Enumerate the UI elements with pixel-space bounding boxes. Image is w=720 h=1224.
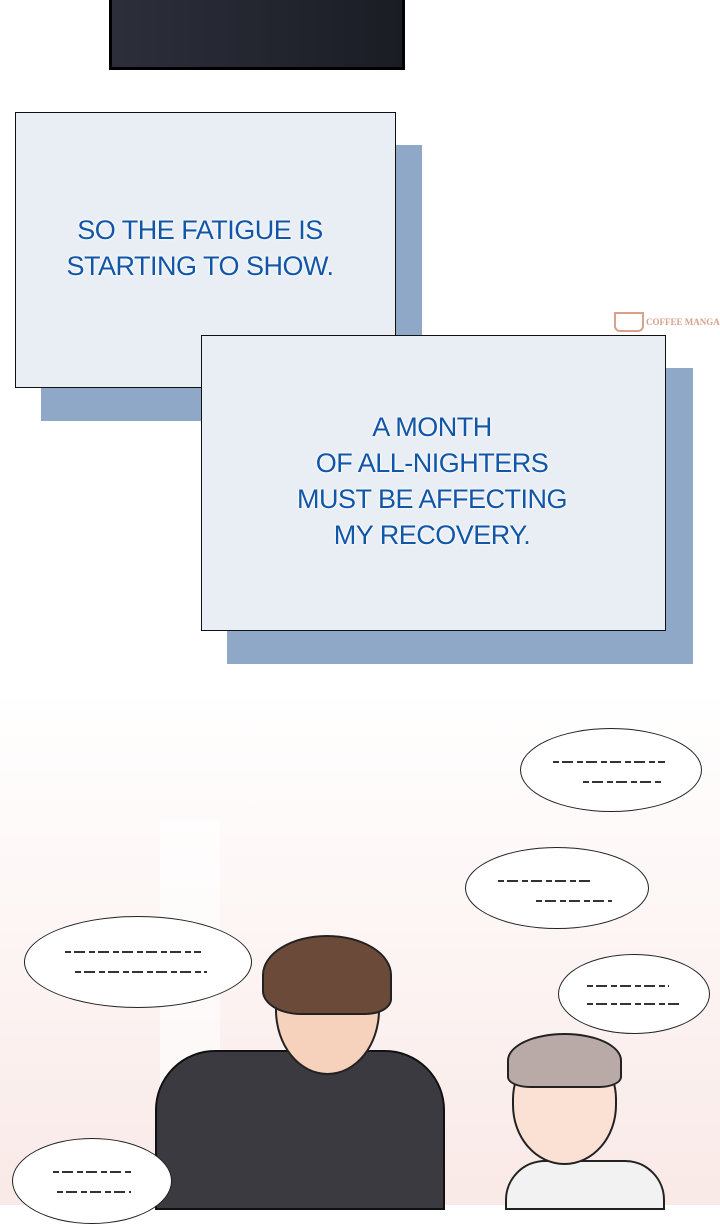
watermark: COFFEE MANGA xyxy=(614,312,720,332)
caption-line: SO THE FATIGUE IS xyxy=(77,215,323,245)
speech-bubble xyxy=(558,954,710,1034)
caption-line: OF ALL-NIGHTERS xyxy=(315,448,549,478)
speech-bubble xyxy=(12,1138,172,1224)
man-hair xyxy=(262,935,392,1015)
coffee-cup-icon xyxy=(614,312,644,332)
caption-box-2-inner xyxy=(227,368,665,630)
man-body xyxy=(155,1050,445,1210)
woman-body xyxy=(505,1160,665,1210)
speech-bubble xyxy=(24,916,252,1008)
caption-line: MUST BE AFFECTING xyxy=(296,484,568,514)
watermark-text: COFFEE MANGA xyxy=(646,317,720,327)
woman-hair xyxy=(507,1033,622,1088)
caption-line: MY RECOVERY. xyxy=(333,520,531,550)
caption-line: STARTING TO SHOW. xyxy=(66,251,334,281)
caption-text-1: SO THE FATIGUE IS STARTING TO SHOW. xyxy=(40,212,360,284)
caption-line: A MONTH xyxy=(372,412,492,442)
caption-text-2: A MONTH OF ALL-NIGHTERS MUST BE AFFECTIN… xyxy=(282,409,582,553)
speech-bubble xyxy=(465,847,649,929)
speech-bubble xyxy=(520,728,702,812)
top-panel-fragment xyxy=(109,0,405,70)
